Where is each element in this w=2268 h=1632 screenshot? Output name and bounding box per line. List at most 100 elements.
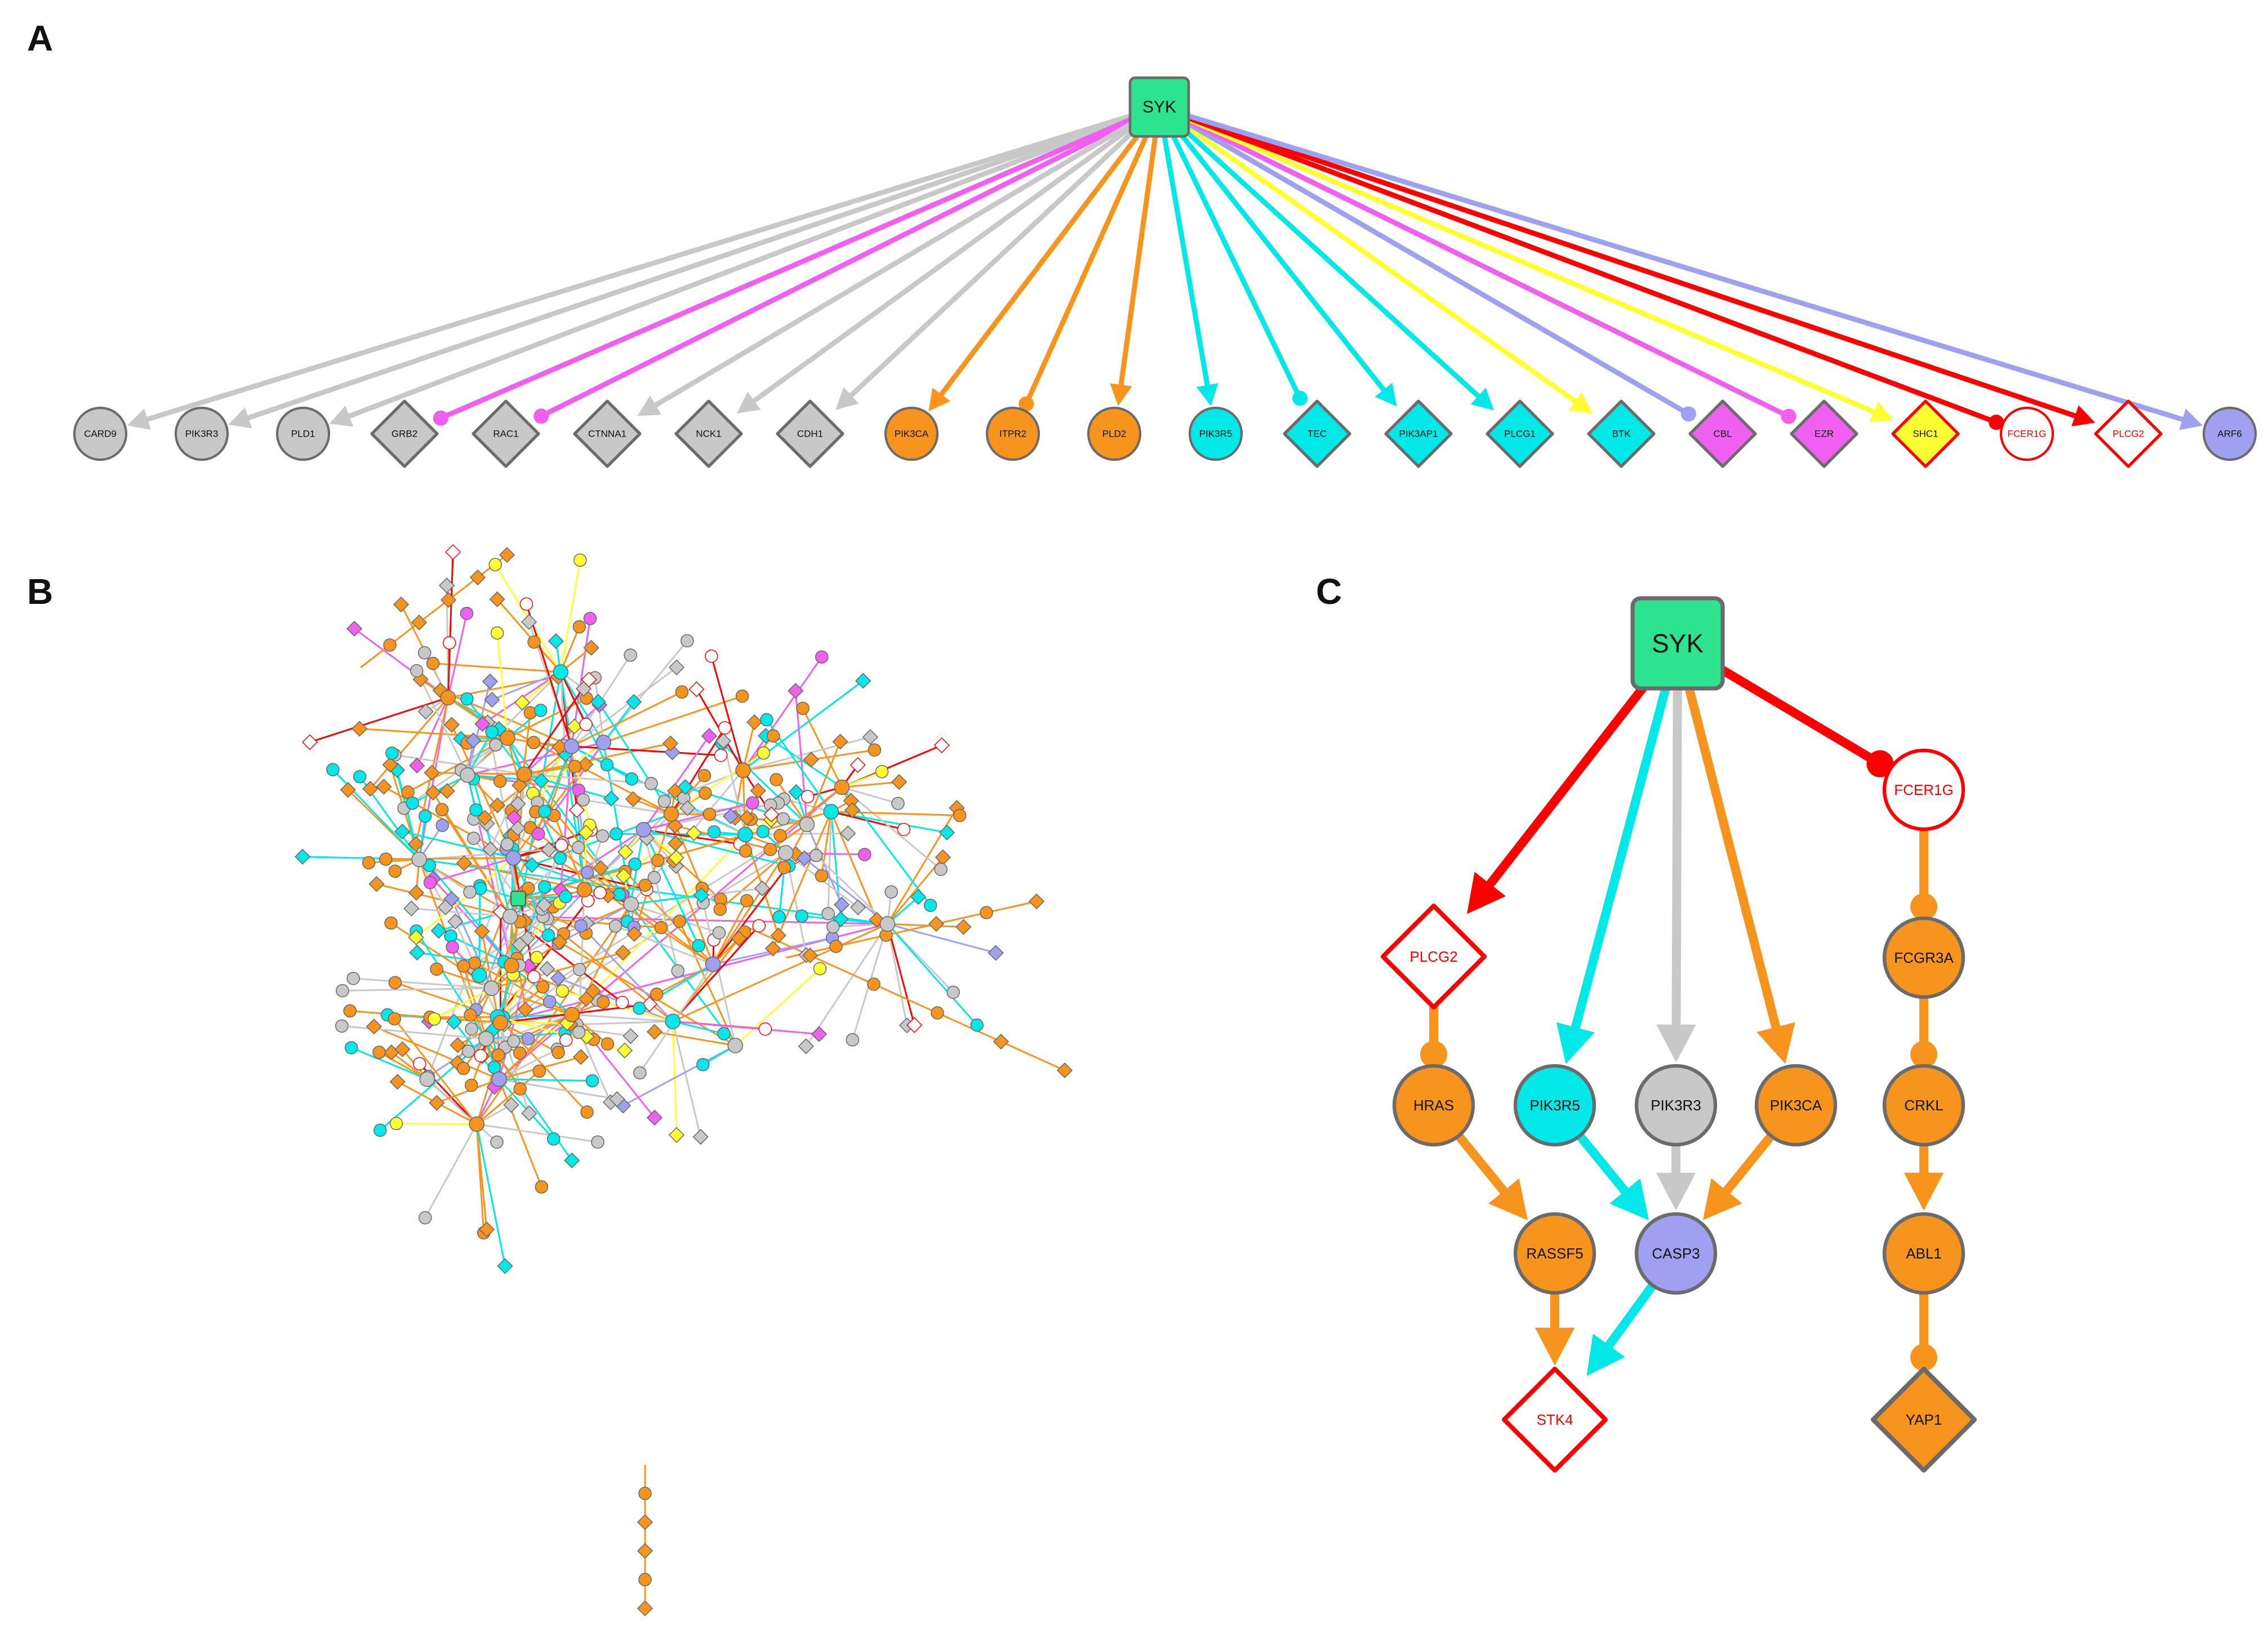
overview-node: [346, 620, 363, 637]
node-ezr: EZR: [1790, 399, 1858, 468]
node-pik3r3-label: PIK3R3: [1651, 1097, 1701, 1114]
overview-edge: [630, 903, 714, 965]
edge-syk-to-rac1-line: [540, 104, 1162, 418]
overview-node: [408, 836, 424, 852]
edge-syk-to-fcer1g: [1713, 662, 1894, 777]
overview-node: [446, 940, 459, 954]
overview-node: [552, 1046, 565, 1060]
edge-syk-to-pik3r3-line: [1671, 684, 1682, 1037]
overview-edge: [830, 811, 878, 920]
overview-edge: [710, 656, 744, 771]
overview-node: [803, 751, 819, 768]
overview-edge: [672, 925, 760, 1022]
overview-node: [844, 802, 861, 819]
overview-node: [637, 1600, 653, 1617]
overview-node: [923, 899, 937, 912]
overview-node: [382, 757, 398, 773]
node-fcer1g-shape: [1882, 748, 1965, 831]
edge-syk-to-pik3r3-arrowhead: [1656, 1024, 1696, 1063]
overview-node: [442, 636, 456, 650]
node-pik3r3-label: PIK3R3: [185, 429, 219, 439]
overview-node: [527, 970, 541, 984]
overview-node: [403, 900, 420, 917]
node-cdh1-shape: [776, 399, 844, 468]
overview-hub-node: [705, 957, 721, 972]
node-casp3-shape: [1634, 1212, 1718, 1295]
overview-node: [673, 914, 687, 928]
edge-syk-to-nck1-arrowhead: [737, 392, 761, 413]
overview-edge: [460, 671, 562, 771]
overview-node: [699, 786, 712, 800]
overview-node: [493, 775, 507, 788]
node-stk4: STK4: [1501, 1366, 1608, 1473]
overview-edge: [523, 704, 601, 775]
overview-node: [484, 692, 500, 708]
overview-node: [461, 1044, 475, 1058]
overview-node: [906, 1017, 923, 1033]
overview-edge: [463, 966, 500, 1080]
overview-node: [555, 984, 570, 998]
edge-syk-to-ctnna1-line: [649, 104, 1162, 410]
edge-syk-to-pld2-arrowhead: [1110, 383, 1132, 406]
overview-node: [646, 1024, 663, 1040]
overview-edge: [466, 731, 493, 776]
overview-node: [460, 607, 474, 620]
overview-edge: [578, 890, 585, 1033]
edge-syk-to-ctnna1-arrowhead: [637, 395, 661, 416]
edge-syk-to-arf6: [1157, 104, 2203, 430]
edge-syk-to-pik3r5-line: [1157, 104, 1211, 392]
overview-node: [546, 1132, 561, 1146]
edge-syk-to-plcg2-line: [1157, 104, 2082, 420]
overview-node: [633, 1066, 647, 1080]
overview-hub-node: [799, 816, 815, 833]
edge-pik3r5-to-casp3-arrowhead: [1609, 1178, 1649, 1221]
overview-edge: [351, 1047, 428, 1080]
overview-node: [536, 897, 553, 913]
overview-node: [488, 558, 502, 571]
overview-hub-node: [563, 739, 580, 754]
overview-hub-node: [665, 1013, 681, 1029]
overview-node: [638, 1573, 652, 1586]
overview-node: [474, 923, 490, 940]
overview-node: [754, 880, 771, 897]
overview-node: [336, 984, 349, 998]
overview-edge: [498, 1079, 542, 1188]
overview-edge: [559, 672, 587, 725]
overview-hub-node: [491, 1071, 507, 1087]
overview-node: [393, 596, 410, 613]
overview-node: [572, 1049, 589, 1065]
overview-node: [764, 940, 781, 957]
overview-edge: [524, 766, 575, 775]
overview-node: [527, 736, 541, 749]
overview-node: [760, 713, 773, 727]
overview-node: [552, 934, 568, 950]
overview-node: [460, 692, 474, 706]
overview-node: [832, 733, 848, 750]
overview-edge: [474, 962, 572, 1016]
overview-node: [933, 737, 950, 753]
overview-node: [910, 889, 927, 905]
overview-edge: [772, 811, 832, 949]
node-syk: SYK: [1630, 596, 1725, 691]
overview-node: [593, 886, 607, 900]
node-pld2-label: PLD2: [1102, 429, 1127, 439]
overview-node: [638, 878, 652, 892]
overview-node: [559, 890, 572, 904]
overview-edge: [673, 860, 714, 965]
overview-node: [417, 704, 434, 720]
overview-edge: [477, 1123, 598, 1143]
node-yap1-label: YAP1: [1906, 1411, 1942, 1428]
overview-node: [686, 825, 702, 842]
edge-syk-to-card9-arrowhead: [127, 408, 151, 430]
node-plcg1-shape: [1486, 399, 1554, 468]
overview-edge: [815, 855, 888, 925]
overview-edge: [841, 786, 899, 804]
overview-node: [946, 985, 960, 999]
overview-node: [446, 1013, 463, 1030]
overview-syk-node: [510, 891, 526, 906]
overview-node: [928, 915, 945, 932]
node-arf6: ARF6: [2202, 406, 2257, 461]
overview-node: [456, 855, 472, 871]
overview-hub-node: [834, 779, 850, 795]
node-fcgr3a-shape: [1882, 916, 1965, 999]
